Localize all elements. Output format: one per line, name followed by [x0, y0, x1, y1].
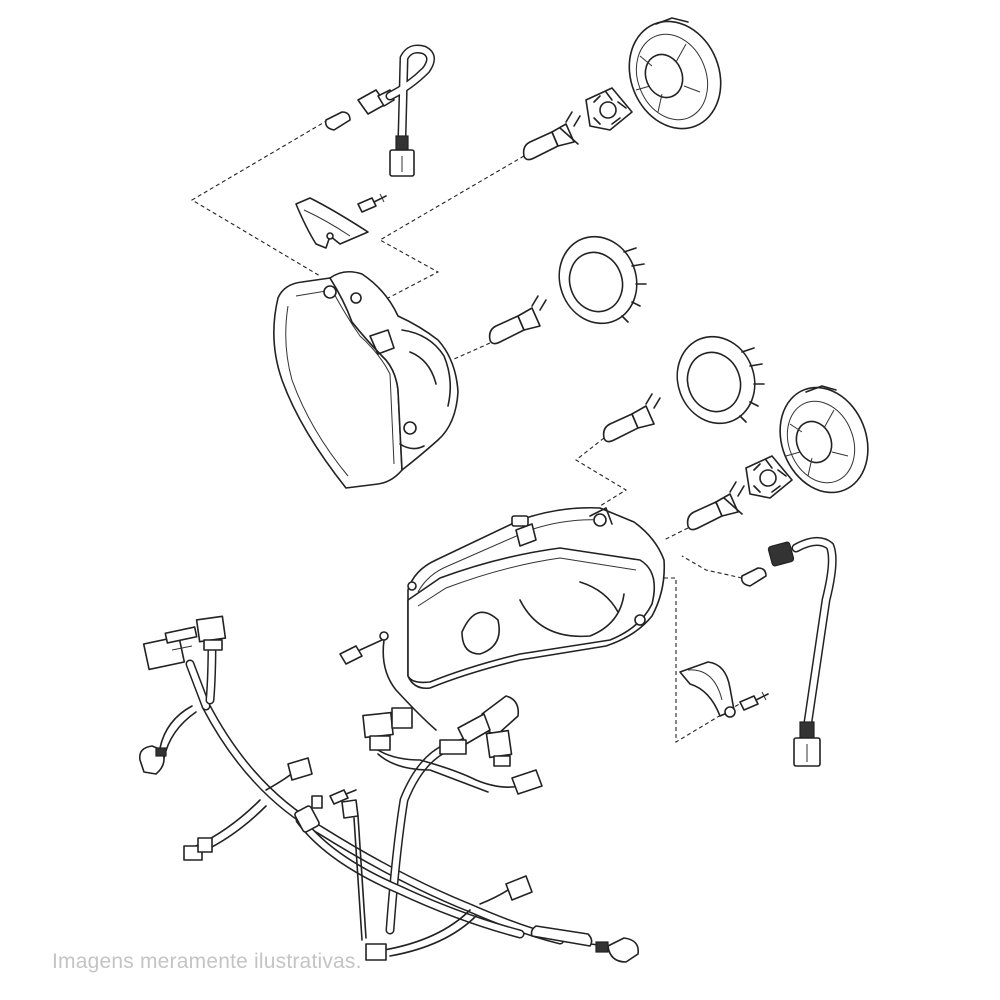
leader-lines — [190, 119, 747, 743]
lower-dust-cover — [779, 385, 869, 494]
wiring-harness — [159, 635, 607, 957]
upper-position-bulb-assembly — [324, 44, 435, 177]
connector-center-cluster — [362, 707, 543, 795]
connector-center-flat — [287, 757, 313, 781]
lower-retaining-ring — [676, 335, 765, 425]
connector-top-left-large — [142, 626, 198, 671]
bulb-socket — [767, 541, 795, 567]
lower-bracket — [679, 661, 736, 718]
upper-screw — [357, 193, 387, 213]
upper-retaining-ring — [558, 235, 647, 325]
connector-lower-right — [505, 875, 533, 901]
connector-top-left-small — [195, 615, 227, 651]
small-bulb — [740, 567, 767, 587]
lower-screw — [739, 691, 769, 711]
lower-low-beam-bulb — [602, 393, 661, 443]
lower-position-bulb-assembly — [740, 537, 837, 767]
harness-connectors — [138, 615, 640, 963]
harness-clip — [294, 795, 323, 833]
connector-lower-left — [365, 943, 387, 961]
ground-bolt — [339, 631, 389, 665]
disclaimer-text: Imagens meramente ilustrativas. — [52, 950, 362, 973]
lower-bulb-holder — [745, 455, 793, 499]
upper-bulb-holder — [585, 87, 633, 131]
small-bulb — [324, 111, 351, 131]
harness-screw — [329, 789, 357, 805]
upper-headlight-housing — [329, 270, 459, 471]
connector-left-lower — [183, 837, 213, 861]
upper-high-beam-bulb — [522, 111, 581, 161]
connector-round-end — [595, 937, 640, 963]
cable-tie — [341, 799, 367, 941]
lower-high-beam-bulb — [686, 481, 745, 531]
lower-headlight-assembly — [407, 506, 666, 690]
connector-headlight-socket — [457, 695, 520, 745]
upper-headlight-assembly — [273, 270, 459, 489]
upper-low-beam-bulb — [488, 295, 547, 345]
connector-left-round — [138, 745, 167, 775]
upper-dust-cover — [628, 17, 722, 130]
upper-bracket — [295, 197, 369, 249]
